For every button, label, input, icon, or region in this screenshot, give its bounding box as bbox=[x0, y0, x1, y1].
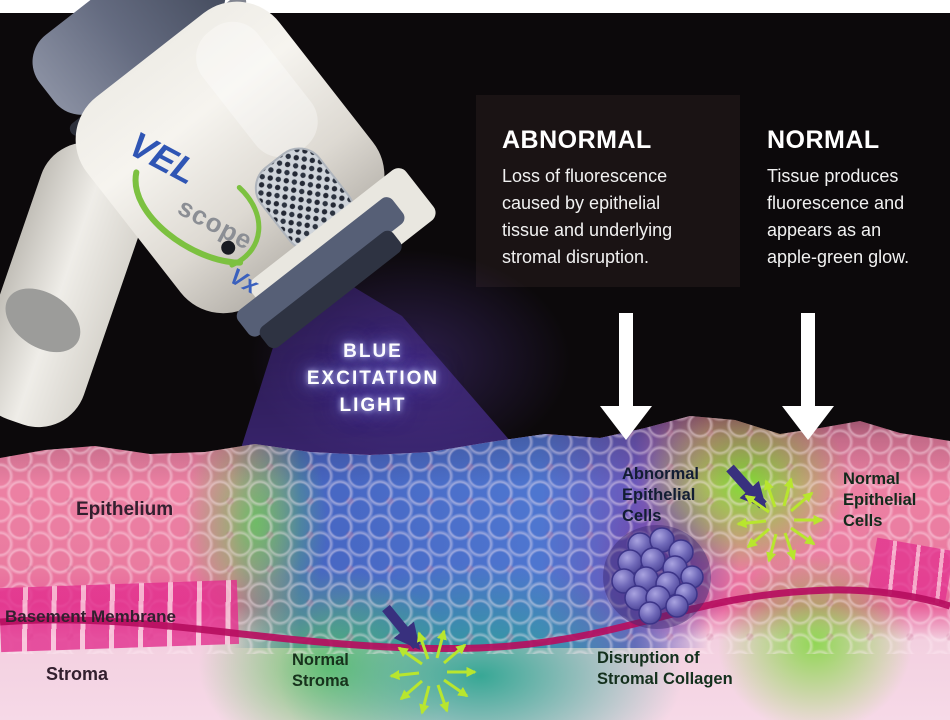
fluorescence-starburst-left-icon bbox=[389, 629, 477, 715]
logo-swoosh bbox=[132, 169, 244, 266]
normal-text-line: fluorescence and bbox=[767, 193, 905, 213]
label-normal-stroma: Normal Stroma bbox=[292, 651, 349, 690]
label-normal-epithelial-cells: Normal Epithelial Cells bbox=[843, 470, 917, 530]
excitation-arrow-right-icon bbox=[726, 464, 767, 509]
normal-callout: NORMAL Tissue produces fluorescence and … bbox=[767, 126, 950, 271]
fluorescence-starburst-right-icon bbox=[736, 477, 824, 563]
device-cap bbox=[32, 0, 226, 115]
beam-label-line: LIGHT bbox=[339, 395, 407, 416]
tissue-cross-section bbox=[0, 416, 950, 720]
normal-text-line: Tissue produces bbox=[767, 166, 899, 186]
abnormal-text-line: Loss of fluorescence bbox=[502, 166, 668, 186]
label-basement-membrane: Basement Membrane bbox=[5, 607, 177, 626]
nose-band-dark bbox=[259, 230, 402, 349]
indicator-hole bbox=[221, 240, 236, 255]
abnormal-text-line: tissue and underlying bbox=[502, 220, 673, 240]
beam-label: BLUE EXCITATION LIGHT bbox=[258, 338, 488, 419]
abnormal-callout: ABNORMAL Loss of fluorescence caused by … bbox=[502, 126, 727, 271]
abnormal-cell-cluster bbox=[603, 525, 711, 629]
abnormal-text-line: caused by epithelial bbox=[502, 193, 661, 213]
nose-band-gray bbox=[236, 197, 405, 337]
abnormal-indicator-arrow-icon bbox=[600, 313, 652, 440]
beam-label-line: BLUE bbox=[343, 341, 403, 362]
basement-membrane-line bbox=[0, 586, 950, 653]
label-epithelium: Epithelium bbox=[76, 499, 174, 520]
normal-indicator-arrow-icon bbox=[782, 313, 834, 440]
logo-swoosh-upper bbox=[229, 184, 262, 268]
abnormal-text-line: stromal disruption. bbox=[502, 247, 650, 267]
abnormal-title: ABNORMAL bbox=[502, 126, 652, 154]
normal-text-line: apple-green glow. bbox=[767, 247, 910, 267]
normal-text-line: appears as an bbox=[767, 220, 882, 240]
normal-title: NORMAL bbox=[767, 126, 880, 154]
body-highlight bbox=[196, 21, 318, 158]
label-stroma: Stroma bbox=[46, 664, 109, 684]
thumb-rest bbox=[5, 288, 81, 353]
beam-label-line: EXCITATION bbox=[306, 368, 440, 389]
device-handle bbox=[0, 142, 150, 428]
abnormal-callout-box bbox=[476, 95, 740, 287]
label-abnormal-epithelial-cells: Abnormal Epithelial Cells bbox=[622, 465, 700, 525]
label-disruption-stromal-collagen: Disruption of Stromal Collagen bbox=[597, 649, 733, 688]
excitation-arrow-left-icon bbox=[382, 604, 421, 651]
